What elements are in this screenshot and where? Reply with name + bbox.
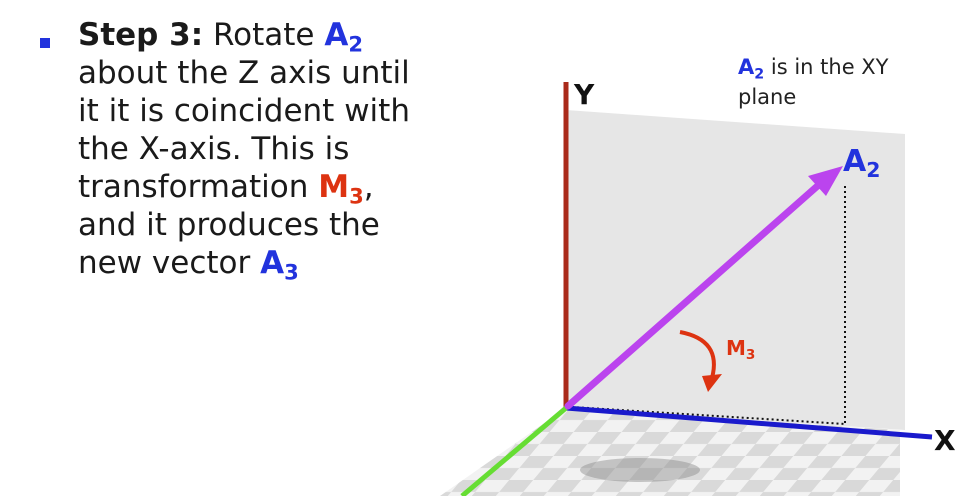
text-line-4: the X-axis. This is [78,131,350,167]
rotation-m3-label: M3 [726,336,756,364]
vector-a3-ref: A3 [260,245,299,285]
text-line-3: it it is coincident with [78,93,410,129]
step-label: Step 3: [78,17,204,53]
rotation-arrowhead [702,374,722,392]
text-line-7: new vector A3 [78,245,299,285]
text-line-1: Step 3: Rotate A2 [78,16,438,54]
step-description: Step 3: Rotate A2 about the Z axis until… [78,16,438,282]
text-line-6: and it produces the [78,207,380,243]
vector-a2 [564,178,826,410]
floor-shadow [580,458,700,482]
line1-text: Rotate [212,17,315,53]
note-line2: plane [738,85,797,109]
text-line-2: about the Z axis until [78,55,410,91]
z-axis [460,406,568,496]
floor-plane [440,408,900,496]
x-axis-label: X [934,424,956,457]
bullet-marker [40,38,50,48]
vector-a2-arrowhead [808,166,843,196]
x-axis [565,405,933,440]
transform-m3-ref: M3 [318,169,364,209]
vector-a2-ref: A2 [324,17,364,57]
rotation-arrow [679,330,716,379]
y-axis-label: Y [574,78,595,111]
note-vector-ref: A2 [738,55,765,83]
vector-a2-label: A2 [843,144,881,183]
xy-plane [566,110,905,430]
plane-note: A2 is in the XY plane [738,52,889,112]
text-line-5: transformation M3, [78,169,374,209]
note-line1: is in the XY [764,55,889,79]
